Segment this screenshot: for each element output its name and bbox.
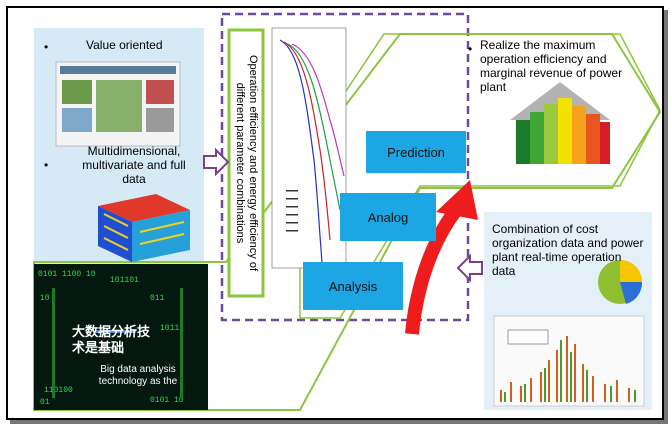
svg-text:0101 10: 0101 10 [150, 396, 184, 405]
dashboard-thumbnail-image [55, 61, 181, 147]
vertical-label-box [227, 28, 265, 298]
svg-text:110100: 110100 [44, 386, 73, 395]
bullet-multidimensional: Multidimensional, multivariate and full … [82, 144, 186, 186]
svg-text:101101: 101101 [110, 276, 139, 285]
pie-chart-image [598, 260, 643, 304]
prediction-box: Prediction [366, 131, 466, 173]
big-data-cn-text: 大数据分析技术是基础 [72, 324, 151, 355]
svg-text:1011: 1011 [160, 324, 179, 333]
pointer-arrow-left [456, 253, 483, 283]
vertical-label: Operation efficiency and energy efficien… [234, 54, 259, 272]
svg-text:0101 1100 10: 0101 1100 10 [38, 270, 96, 279]
svg-text:01: 01 [40, 398, 50, 407]
realize-maximum-text: Realize the maximum operation efficiency… [480, 38, 623, 94]
green-band [299, 33, 661, 319]
energy-rating-house-image [510, 82, 610, 164]
analysis-box: Analysis [303, 262, 403, 310]
bullet-dot-3: • [468, 42, 473, 56]
analog-box: Analog [340, 193, 436, 241]
red-arrow-head [436, 180, 478, 220]
svg-text:011: 011 [150, 294, 165, 303]
big-data-matrix-image: 0101 1100 10 101101 011 10 1011 110100 0… [34, 264, 208, 410]
bullet-value-oriented: Value oriented [86, 38, 163, 52]
big-data-en-text: Big data analysis technology as the [98, 364, 178, 387]
bullet-dot-1: • [44, 40, 49, 54]
data-cube-image [98, 194, 190, 262]
bar-chart-image [493, 315, 645, 407]
combination-text: Combination of cost organization data an… [492, 222, 644, 278]
efficiency-chart [271, 27, 347, 269]
red-curved-arrow [405, 205, 462, 335]
bullet-dot-2: • [44, 158, 49, 172]
pointer-arrow-right [203, 147, 230, 177]
svg-text:10: 10 [40, 294, 50, 303]
